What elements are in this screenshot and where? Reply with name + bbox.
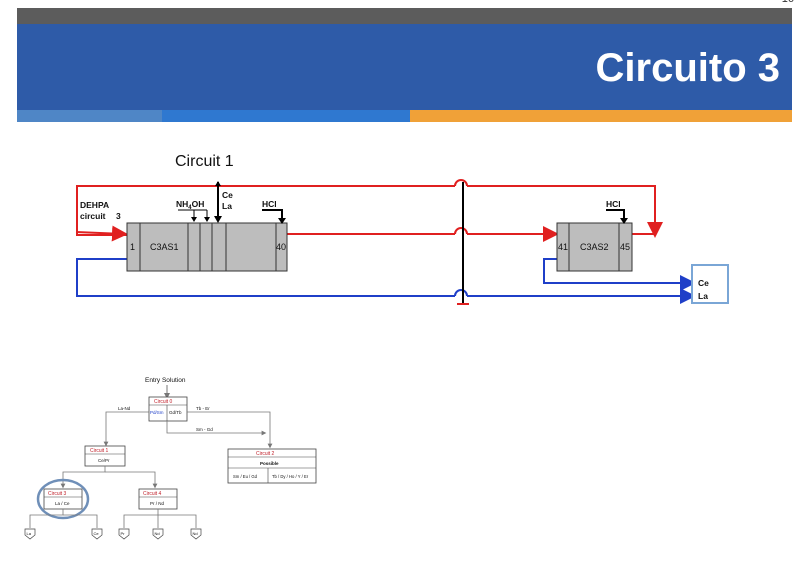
- output-box: [691, 264, 729, 304]
- feed-la-label: La: [222, 201, 232, 211]
- feed-label-dehpa: DEHPA: [80, 200, 109, 210]
- leaf-ce: Ce: [94, 531, 100, 536]
- feed-label-circuit: circuit: [80, 211, 106, 221]
- circuit-3-highlight-ring: [36, 478, 90, 520]
- circuit-3-name: Circuit 3: [48, 491, 67, 497]
- circuit-0-right: Gd/Tb: [169, 410, 182, 415]
- leaf-shape-4: [152, 528, 164, 540]
- circuit-2-box: [227, 448, 317, 484]
- flow-tree: Entry Solution Circuit 0 Pd/Sm Gd/Tb La-…: [24, 377, 317, 540]
- hcl-inlet-2: [606, 209, 625, 220]
- branch-la-nd-label: La-Nd: [118, 406, 131, 411]
- circuit-1-name: Circuit 1: [90, 448, 109, 454]
- leaf-shape-3: [118, 528, 130, 540]
- leaf-pr: Pr: [121, 531, 126, 536]
- accent-stripes: [17, 110, 792, 122]
- leaf-shape-1: [24, 528, 36, 540]
- circuit-4-body: Pr / Nd: [150, 501, 165, 506]
- branch-tb-er-label: Tb - Er: [196, 406, 210, 411]
- leaf-shape-5: [190, 528, 202, 540]
- circuit-1-body: Ce/Pr: [98, 458, 110, 463]
- circuit-2-right: Tb / Dy / Ho / Y / Er: [272, 474, 309, 479]
- feed-label-number: 3: [116, 211, 121, 221]
- output-ce-label: Ce: [698, 278, 709, 288]
- branch-sm-gd-label: Sm - Gd: [196, 427, 213, 432]
- hcl-label-1: HCl: [262, 199, 277, 209]
- circuit-0-box: [148, 396, 188, 422]
- stripe-light-blue: [17, 110, 162, 122]
- bank2-end-label: 45: [620, 242, 630, 252]
- output-la-label: La: [698, 291, 708, 301]
- nh4oh-label: NH4OH: [176, 199, 204, 211]
- circuit-2-title: Possible: [260, 461, 279, 466]
- bank-c3as1: [126, 222, 288, 272]
- organic-stream: [75, 179, 663, 242]
- bank1-name: C3AS1: [150, 242, 179, 252]
- bank1-end-label: 40: [276, 242, 286, 252]
- aqueous-stream: [76, 258, 696, 304]
- circuit-3-body: La / Ce: [55, 501, 70, 506]
- hcl-label-2: HCl: [606, 199, 621, 209]
- slide-top-bar: [17, 8, 792, 24]
- leaf-la: La: [27, 531, 32, 536]
- page-number: 16: [782, 0, 794, 5]
- slide-title: Circuito 3: [595, 46, 780, 90]
- circuit-4-name: Circuit 4: [143, 491, 162, 497]
- entry-solution-label: Entry Solution: [145, 377, 186, 384]
- stripe-blue: [162, 110, 410, 122]
- hcl-arrow-1: [278, 218, 286, 224]
- circuit-0-name: Circuit 0: [154, 399, 173, 405]
- circuit-0-left: Pd/Sm: [150, 410, 164, 415]
- feed-ce-label: Ce: [222, 190, 233, 200]
- bank2-start-label: 41: [558, 242, 568, 252]
- leaf-shape-2: [91, 528, 103, 540]
- leaf-nd-1: Nd: [155, 531, 160, 536]
- leaf-nd-2: Nd: [193, 531, 198, 536]
- bank-c3as2: [556, 222, 633, 272]
- nh4oh-arrows: [191, 217, 210, 222]
- circuit-2-left: Sm / Eu / Gd: [233, 474, 258, 479]
- hcl-arrow-2: [620, 218, 628, 224]
- bank1-start-label: 1: [130, 242, 135, 252]
- circuit-heading: Circuit 1: [175, 153, 234, 170]
- stripe-orange: [410, 110, 792, 122]
- bank2-name: C3AS2: [580, 242, 609, 252]
- title-banner: Circuito 3: [17, 24, 792, 110]
- circuit-2-name: Circuit 2: [256, 451, 275, 457]
- hcl-inlet-1: [262, 209, 283, 220]
